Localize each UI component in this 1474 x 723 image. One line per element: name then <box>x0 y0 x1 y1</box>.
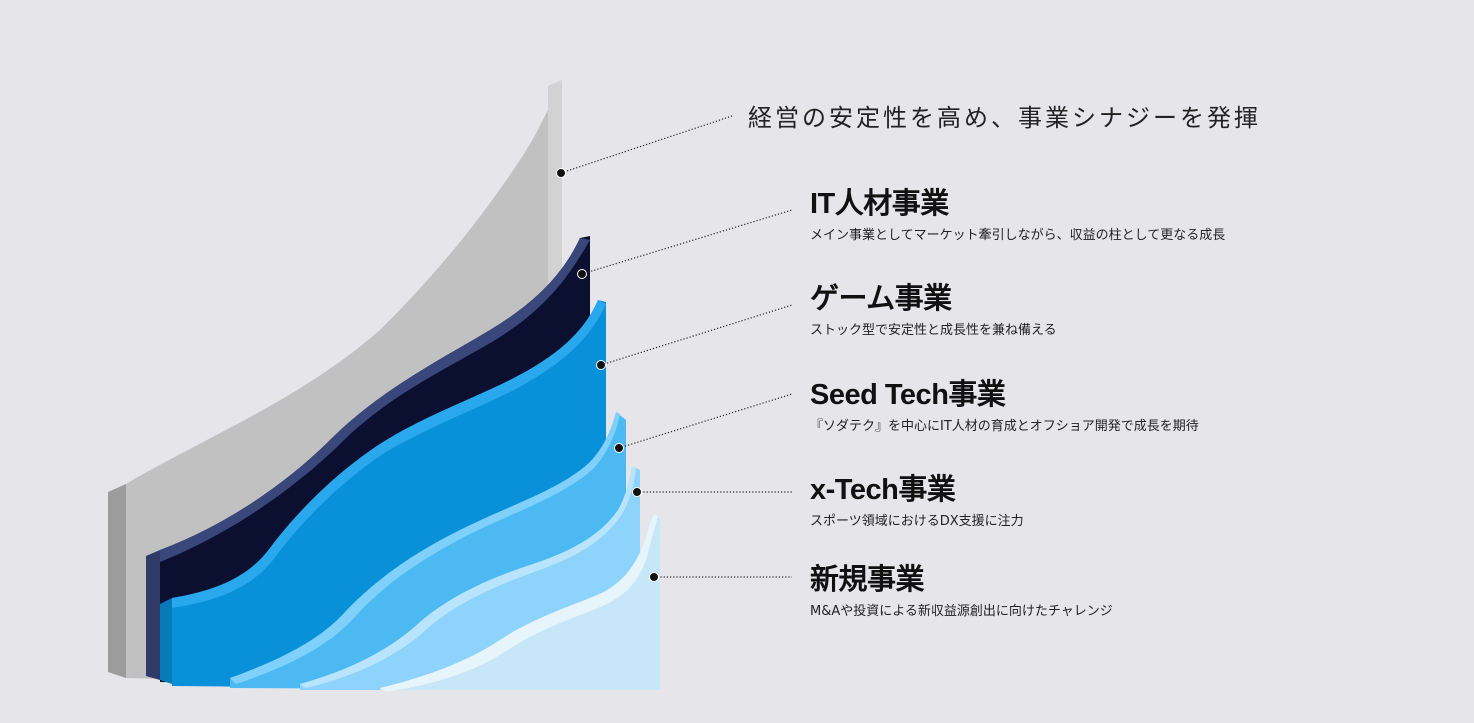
business-it: IT人材事業 メイン事業としてマーケット牽引しながら、収益の柱として更なる成長 <box>810 187 1225 244</box>
business-description: スポーツ領域におけるDX支援に注力 <box>810 514 1024 529</box>
business-description: メイン事業としてマーケット牽引しながら、収益の柱として更なる成長 <box>810 228 1226 243</box>
business-title: IT人材事業 <box>810 188 949 220</box>
business-description: ストック型で安定性と成長性を兼ね備える <box>810 323 1057 338</box>
leader-line-seedtech <box>618 393 793 449</box>
business-seedtech: Seed Tech事業 『ソダテク』を中心にIT人材の育成とオフショア開発で成長… <box>810 378 1199 435</box>
business-title: 新規事業 <box>810 564 925 596</box>
dot-seedtech <box>614 443 624 453</box>
new-business-layer <box>380 514 660 692</box>
leader-line-headline <box>560 115 733 174</box>
business-xtech: x-Tech事業 スポーツ領域におけるDX支援に注力 <box>810 473 1024 530</box>
leader-line-game <box>600 304 793 366</box>
business-description: 『ソダテク』を中心にIT人材の育成とオフショア開発で成長を期待 <box>810 419 1199 434</box>
dot-it <box>577 269 587 279</box>
business-title: Seed Tech事業 <box>810 379 1006 411</box>
headline-text: 経営の安定性を高め、事業シナジーを発揮 <box>748 104 1261 132</box>
leader-line-it <box>581 209 793 275</box>
business-game: ゲーム事業 ストック型で安定性と成長性を兼ね備える <box>810 282 1057 339</box>
business-new: 新規事業 M&Aや投資による新収益源創出に向けたチャレンジ <box>810 563 1113 620</box>
business-title: x-Tech事業 <box>810 474 956 506</box>
dot-headline <box>556 168 566 178</box>
leader-lines <box>560 115 793 578</box>
dot-new <box>649 572 659 582</box>
business-title: ゲーム事業 <box>810 283 952 315</box>
dot-game <box>596 360 606 370</box>
business-description: M&Aや投資による新収益源創出に向けたチャレンジ <box>810 604 1113 619</box>
dot-xtech <box>632 487 642 497</box>
leader-dots <box>556 168 659 582</box>
